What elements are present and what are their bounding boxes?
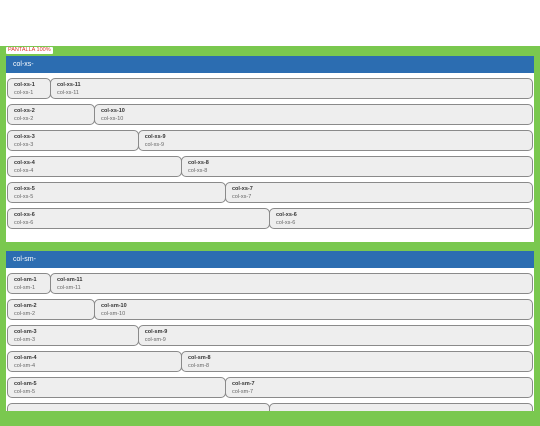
grid-row: col-xs-4 col-xs-4 col-xs-8 col-xs-8 [7, 156, 533, 177]
column-subtitle: col-xs-11 [57, 90, 79, 96]
grid-column-cell: col-xs-9 col-xs-9 [137, 130, 533, 151]
column-title: col-xs-6 [276, 212, 297, 218]
column-subtitle: col-sm-1 [14, 285, 36, 291]
column-subtitle: col-xs-4 [14, 168, 34, 174]
grid-column-cell: col-sm-2 col-sm-2 [7, 299, 95, 320]
grid-column-cell: col-xs-8 col-xs-8 [181, 156, 533, 177]
grid-column-cell: col-xs-4 col-xs-4 [7, 156, 182, 177]
grid-column-cell: col-sm-10 col-sm-10 [94, 299, 533, 320]
column-title: col-xs-1 [14, 82, 35, 88]
grid-row: col-sm-3 col-sm-3 col-sm-9 col-sm-9 [7, 325, 533, 346]
grid-row: col-sm-2 col-sm-2 col-sm-10 col-sm-10 [7, 299, 533, 320]
column-title: col-xs-9 [144, 134, 166, 140]
grid-row: col-xs-6 col-xs-6 col-xs-6 col-xs-6 [7, 208, 533, 229]
column-subtitle: col-xs-6 [14, 220, 34, 226]
column-title: col-xs-6 [14, 212, 35, 218]
column-title: col-sm-2 [14, 303, 37, 309]
grid-column-cell: col-sm-5 col-sm-5 [7, 377, 226, 398]
column-subtitle: col-xs-9 [144, 142, 165, 148]
column-subtitle: col-sm-5 [14, 389, 36, 395]
column-title: col-xs-5 [14, 186, 35, 192]
grid-row [7, 403, 533, 411]
column-subtitle: col-sm-9 [144, 337, 166, 343]
grid-row: col-sm-1 col-sm-1 col-sm-11 col-sm-11 [7, 273, 533, 294]
column-title: col-xs-11 [57, 82, 81, 88]
grid-column-cell: col-xs-11 col-xs-11 [50, 78, 533, 99]
column-subtitle: col-xs-5 [14, 194, 34, 200]
grid-column-cell: col-sm-7 col-sm-7 [225, 377, 533, 398]
column-title: col-xs-10 [101, 108, 125, 114]
column-subtitle: col-xs-7 [232, 194, 252, 200]
panel-header: col-xs- [6, 56, 534, 73]
grid-column-cell: col-sm-3 col-sm-3 [7, 325, 139, 346]
grid-row: col-sm-4 col-sm-4 col-sm-8 col-sm-8 [7, 351, 533, 372]
column-title: col-sm-3 [14, 329, 37, 335]
column-subtitle: col-xs-2 [14, 116, 34, 122]
column-title: col-sm-11 [57, 277, 83, 283]
column-title: col-sm-5 [14, 381, 37, 387]
column-title: col-xs-8 [188, 160, 209, 166]
grid-row: col-sm-5 col-sm-5 col-sm-7 col-sm-7 [7, 377, 533, 398]
screen-size-badge: PANTALLA 100% [6, 47, 53, 54]
panel-header: col-sm- [6, 251, 534, 268]
column-title: col-xs-3 [14, 134, 35, 140]
column-title: col-sm-7 [232, 381, 255, 387]
grid-column-cell: col-sm-11 col-sm-11 [50, 273, 533, 294]
column-subtitle: col-sm-3 [14, 337, 36, 343]
grid-column-cell: col-sm-8 col-sm-8 [181, 351, 533, 372]
column-subtitle: col-xs-1 [14, 90, 34, 96]
grid-column-cell: col-xs-6 col-xs-6 [7, 208, 270, 229]
column-subtitle: col-sm-10 [101, 311, 126, 317]
grid-row: col-xs-5 col-xs-5 col-xs-7 col-xs-7 [7, 182, 533, 203]
column-subtitle: col-xs-3 [14, 142, 34, 148]
column-subtitle: col-xs-10 [101, 116, 124, 122]
column-subtitle: col-sm-4 [14, 363, 36, 369]
grid-column-cell [269, 403, 533, 411]
grid-column-cell: col-sm-4 col-sm-4 [7, 351, 182, 372]
column-subtitle: col-xs-8 [188, 168, 208, 174]
column-subtitle: col-sm-2 [14, 311, 36, 317]
column-subtitle: col-sm-7 [232, 389, 254, 395]
grid-column-cell: col-sm-9 col-sm-9 [137, 325, 533, 346]
grid-column-cell [7, 403, 270, 411]
grid-column-cell: col-xs-1 col-xs-1 [7, 78, 51, 99]
column-title: col-xs-7 [232, 186, 253, 192]
column-subtitle: col-xs-6 [276, 220, 296, 226]
column-subtitle: col-sm-8 [188, 363, 210, 369]
column-title: col-sm-4 [14, 355, 37, 361]
grid-row: col-xs-2 col-xs-2 col-xs-10 col-xs-10 [7, 104, 533, 125]
grid-column-cell: col-xs-5 col-xs-5 [7, 182, 226, 203]
column-subtitle: col-sm-11 [57, 285, 81, 291]
grid-column-cell: col-xs-10 col-xs-10 [94, 104, 533, 125]
grid-row: col-xs-1 col-xs-1 col-xs-11 col-xs-11 [7, 78, 533, 99]
grid-column-cell: col-xs-3 col-xs-3 [7, 130, 139, 151]
column-title: col-xs-4 [14, 160, 35, 166]
column-title: col-sm-10 [101, 303, 127, 309]
grid-column-cell: col-xs-6 col-xs-6 [269, 208, 533, 229]
grid-column-cell: col-sm-1 col-sm-1 [7, 273, 51, 294]
column-title: col-sm-8 [188, 355, 211, 361]
column-title: col-xs-2 [14, 108, 35, 114]
column-title: col-sm-9 [144, 329, 168, 335]
grid-column-cell: col-xs-2 col-xs-2 [7, 104, 95, 125]
grid-column-cell: col-xs-7 col-xs-7 [225, 182, 533, 203]
grid-row: col-xs-3 col-xs-3 col-xs-9 col-xs-9 [7, 130, 533, 151]
column-title: col-sm-1 [14, 277, 37, 283]
